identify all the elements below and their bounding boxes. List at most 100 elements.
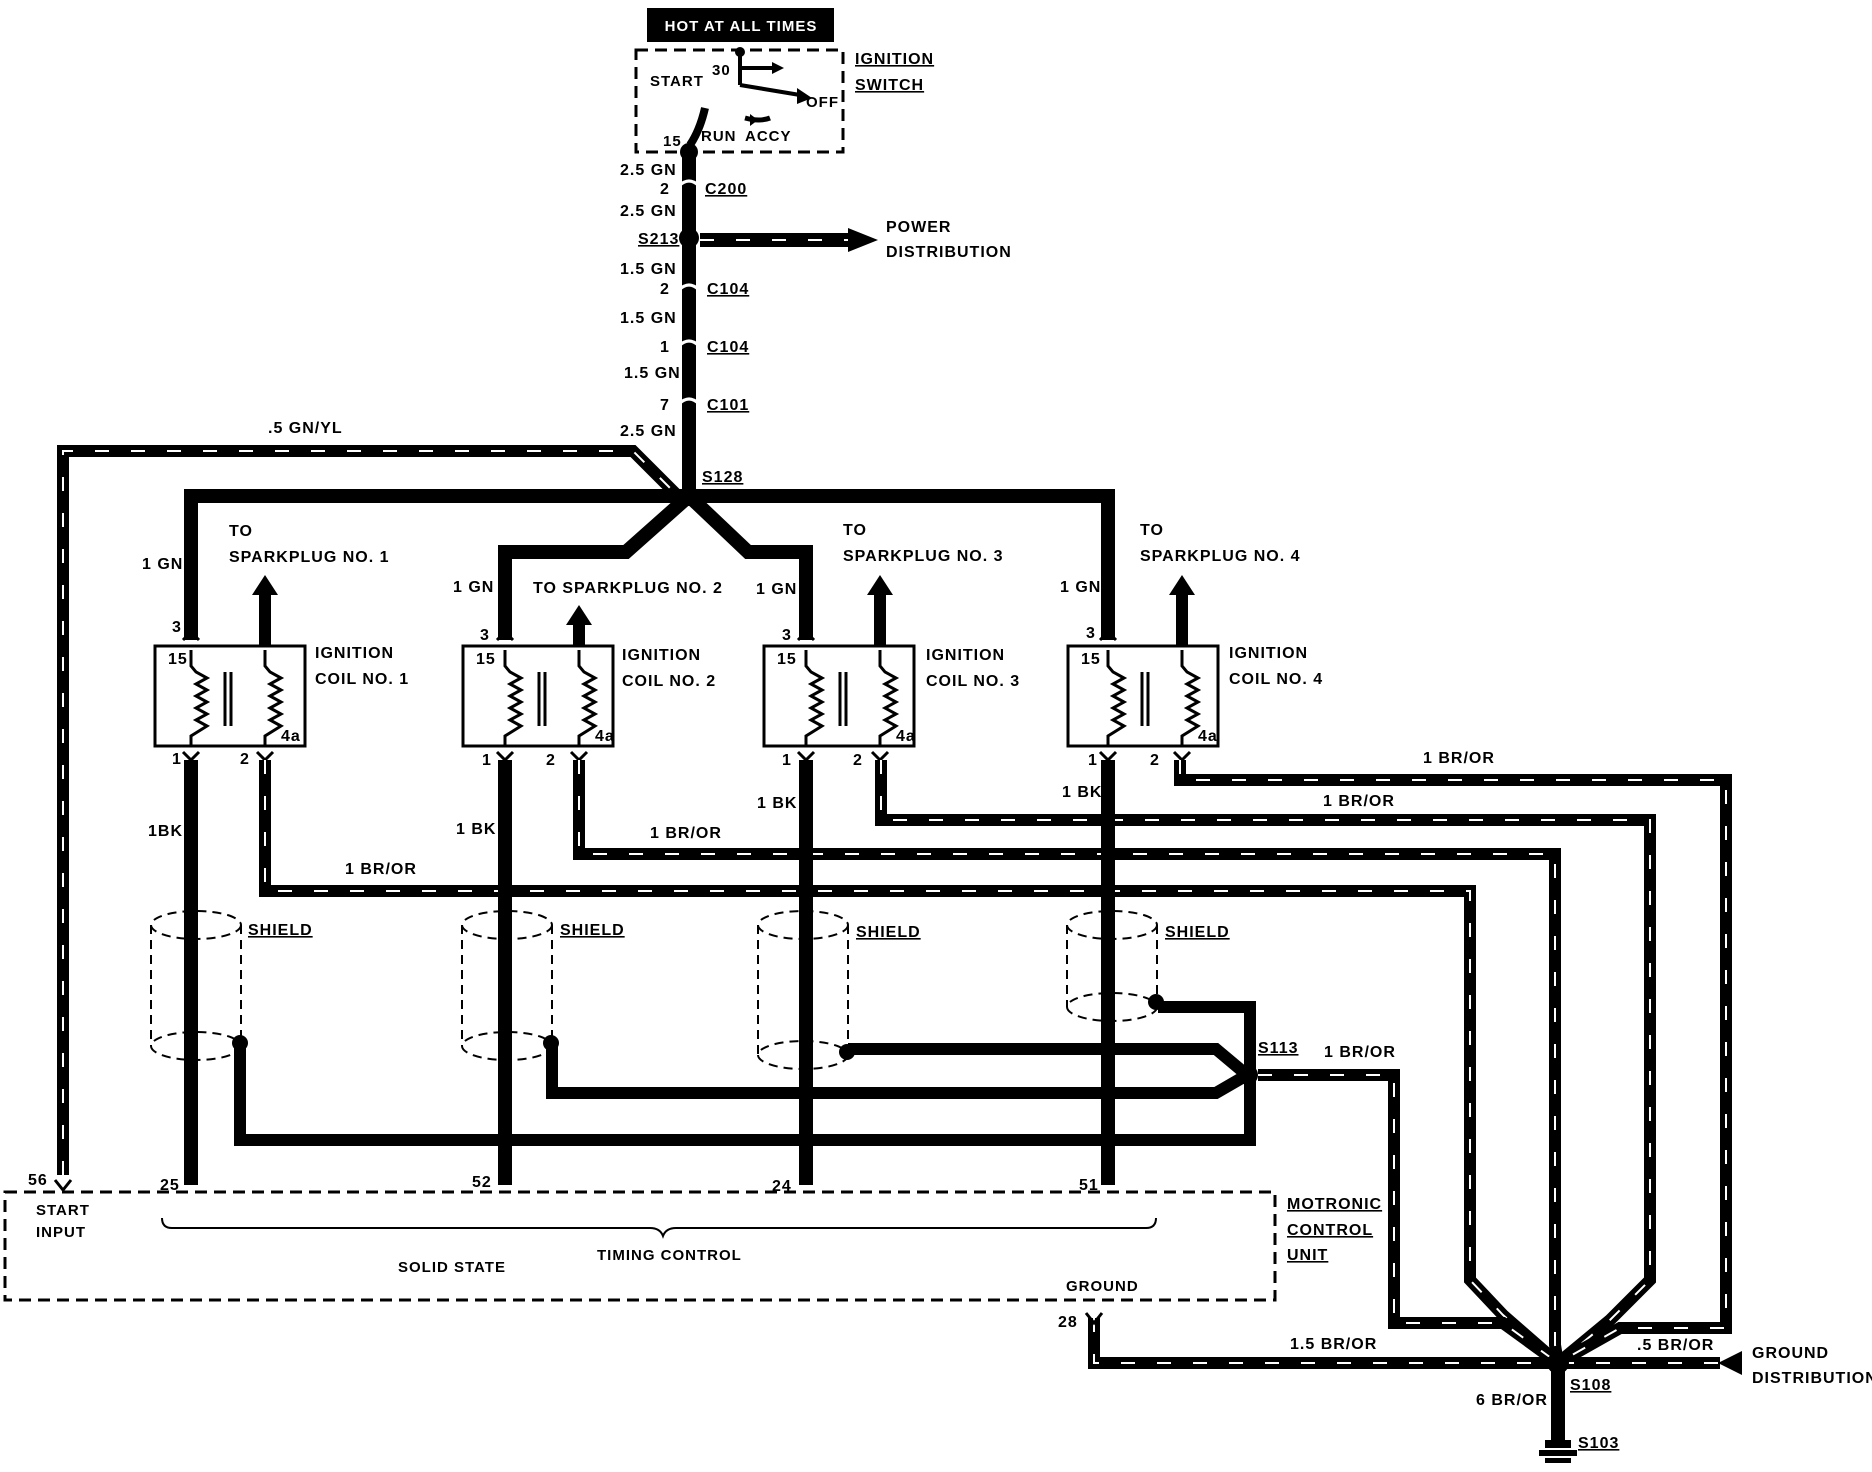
coil3-term-15: 15 <box>777 651 797 668</box>
coil1-pin2: 2 <box>240 751 250 768</box>
hot-at-all-times-banner <box>647 8 834 42</box>
coil3-term-4a: 4a <box>896 728 916 745</box>
splice-s213 <box>679 228 699 248</box>
coil1-name-1: IGNITION <box>315 645 394 662</box>
banner-text: HOT AT ALL TIMES <box>665 18 818 35</box>
coil4-shield-label: SHIELD <box>1165 924 1230 941</box>
coil2-ecu-pin: 52 <box>472 1174 492 1191</box>
ecu-ground-terminal <box>1084 1312 1104 1326</box>
switch-terminal-15 <box>680 143 698 161</box>
coil2-ground-label: 1 BR/OR <box>650 825 722 842</box>
coil4-term-4a: 4a <box>1198 728 1218 745</box>
coil1-feed-label: 1 GN <box>142 556 183 573</box>
w4-label: 1.5 GN <box>620 310 677 327</box>
coil3-pin2: 2 <box>853 752 863 769</box>
coil3-name-1: IGNITION <box>926 647 1005 664</box>
shield-1 <box>150 910 248 1061</box>
ecu-timing-control-label: TIMING CONTROL <box>597 1247 742 1264</box>
ignition-coil-3: 15 4a <box>762 575 916 763</box>
coil2-name-2: COIL NO. 2 <box>622 673 716 690</box>
ecu-start-label-1: START <box>36 1202 90 1219</box>
coil4-pin3: 3 <box>1086 625 1096 642</box>
ground-dist-wire-label: .5 BR/OR <box>1637 1337 1714 1354</box>
coil1-term-15: 15 <box>168 651 188 668</box>
coil3-shield-label: SHIELD <box>856 924 921 941</box>
coil1-term-4a: 4a <box>281 728 301 745</box>
connector-c101 <box>677 397 701 406</box>
connector-c200 <box>677 179 701 188</box>
c104b-label: C104 <box>707 339 749 356</box>
ecu-name-3: UNIT <box>1287 1247 1328 1264</box>
coil1-ground-label: 1 BR/OR <box>345 861 417 878</box>
coil3-to-label: TO <box>843 522 867 539</box>
coil3-feed-wire <box>684 490 813 640</box>
ecu-ground-label: GROUND <box>1066 1278 1139 1295</box>
s128-label: S128 <box>702 469 743 486</box>
coil3-pin1: 1 <box>782 752 792 769</box>
coil2-shield-label: SHIELD <box>560 922 625 939</box>
coil3-name-2: COIL NO. 3 <box>926 673 1020 690</box>
shield-4 <box>1066 910 1164 1022</box>
pos-start-label: START <box>650 73 704 90</box>
coil4-term-15: 15 <box>1081 651 1101 668</box>
shield2-ground-wire <box>546 1043 1251 1099</box>
w3-label: 1.5 GN <box>620 261 677 278</box>
shield3-ground-wire <box>848 1043 1251 1080</box>
coil2-pin3: 3 <box>480 627 490 644</box>
coil4-feed-label: 1 GN <box>1060 579 1101 596</box>
ground-distribution-arrow <box>1718 1351 1742 1375</box>
coil2-feed-label: 1 GN <box>453 579 494 596</box>
coil1-pin3: 3 <box>172 619 182 636</box>
coil4-name-2: COIL NO. 4 <box>1229 671 1323 688</box>
c104b-pin: 1 <box>660 339 670 356</box>
coil1-name-2: COIL NO. 1 <box>315 671 409 688</box>
shield1-ground-wire <box>234 1043 1256 1146</box>
coil1-to-label: TO <box>229 523 253 540</box>
w5-label: 1.5 GN <box>624 365 681 382</box>
coil1-pin1: 1 <box>172 751 182 768</box>
coil3-out-label: 1 BK <box>757 795 797 812</box>
s108-label: S108 <box>1570 1377 1611 1394</box>
ecu-start-label-2: INPUT <box>36 1224 86 1241</box>
w1-label: 2.5 GN <box>620 162 677 179</box>
s103-label: S103 <box>1578 1435 1619 1452</box>
coil3-feed-label: 1 GN <box>756 581 797 598</box>
c200-pin: 2 <box>660 181 670 198</box>
coil4-out-label: 1 BK <box>1062 784 1102 801</box>
coil4-pin1: 1 <box>1088 752 1098 769</box>
shields-layer <box>150 910 1164 1070</box>
coil2-name-1: IGNITION <box>622 647 701 664</box>
connector-c104a <box>677 283 701 292</box>
ignition-coil-1: 15 4a <box>153 575 307 763</box>
coil1-feed-wire <box>184 489 689 640</box>
ecu-name-1: MOTRONIC <box>1287 1196 1382 1213</box>
ignition-coil-4: 15 4a <box>1066 575 1220 763</box>
shield4-ground-wire <box>1158 1001 1256 1075</box>
coil4-name-1: IGNITION <box>1229 645 1308 662</box>
connector-c104b <box>677 339 701 348</box>
c104a-label: C104 <box>707 281 749 298</box>
ecu-pin-28: 28 <box>1058 1314 1078 1331</box>
ignition-switch-symbol <box>686 47 812 148</box>
c101-pin: 7 <box>660 397 670 414</box>
coil3-ground-label: 1 BR/OR <box>1323 793 1395 810</box>
term-30-label: 30 <box>712 62 731 79</box>
c104a-pin: 2 <box>660 281 670 298</box>
s103-wire-label: 6 BR/OR <box>1476 1392 1548 1409</box>
s113-wire-label: 1 BR/OR <box>1324 1044 1396 1061</box>
power-distribution-arrow <box>848 228 878 252</box>
ecu-pin-56: 56 <box>28 1172 48 1189</box>
coil1-ecu-pin: 25 <box>160 1177 180 1194</box>
coil1-out-label: 1BK <box>148 823 183 840</box>
coil2-out-label: 1 BK <box>456 821 496 838</box>
ecu-solid-state-label: SOLID STATE <box>398 1259 506 1276</box>
pos-run-label: RUN <box>701 128 737 145</box>
s113-label: S113 <box>1258 1040 1298 1057</box>
w2-label: 2.5 GN <box>620 203 677 220</box>
coil2-ground-wire <box>573 760 1564 1364</box>
ground-symbol-icon <box>1539 1440 1577 1463</box>
timing-control-bracket <box>161 1217 1157 1239</box>
coil4-sparkplug-label: SPARKPLUG NO. 4 <box>1140 548 1301 565</box>
